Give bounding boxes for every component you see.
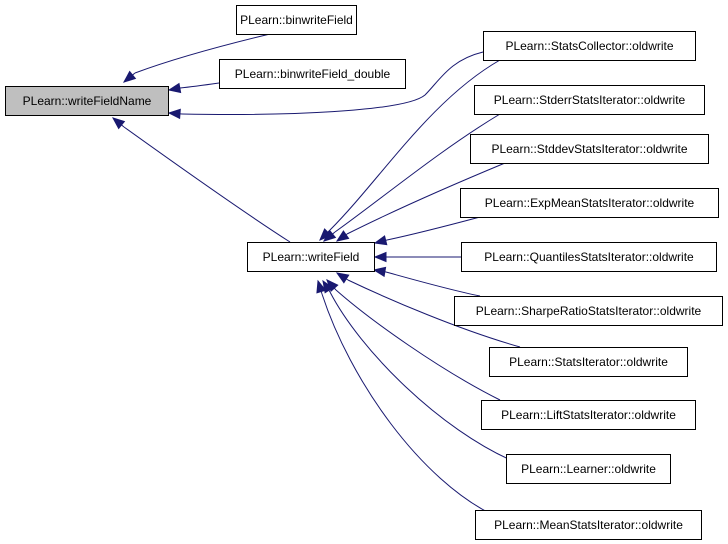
node-label: PLearn::binwriteField bbox=[240, 13, 353, 27]
node-SharpeRatioStatsIterator[interactable]: PLearn::SharpeRatioStatsIterator::oldwri… bbox=[454, 296, 723, 326]
node-label: PLearn::StddevStatsIterator::oldwrite bbox=[491, 142, 687, 156]
arrowhead-icon bbox=[372, 266, 387, 278]
node-label: PLearn::StderrStatsIterator::oldwrite bbox=[494, 93, 686, 107]
node-label: PLearn::SharpeRatioStatsIterator::oldwri… bbox=[476, 304, 702, 318]
node-LiftStatsIterator[interactable]: PLearn::LiftStatsIterator::oldwrite bbox=[481, 400, 696, 430]
edge-MeanStatsIterator-to-writeField bbox=[316, 279, 496, 517]
node-box[interactable] bbox=[5, 86, 169, 116]
node-ExpMeanStatsIterator[interactable]: PLearn::ExpMeanStatsIterator::oldwrite bbox=[460, 188, 719, 218]
edge-line bbox=[329, 59, 501, 231]
node-box[interactable] bbox=[481, 400, 696, 430]
node-box[interactable] bbox=[247, 242, 375, 272]
node-writeField[interactable]: PLearn::writeField bbox=[247, 242, 375, 272]
node-StatsCollector[interactable]: PLearn::StatsCollector::oldwrite bbox=[483, 31, 696, 61]
node-StderrStatsIterator[interactable]: PLearn::StderrStatsIterator::oldwrite bbox=[474, 85, 705, 115]
arrowhead-icon bbox=[373, 235, 388, 246]
edge-line bbox=[347, 279, 521, 348]
node-label: PLearn::binwriteField_double bbox=[235, 67, 391, 81]
edge-line bbox=[179, 82, 220, 89]
node-writeFieldName[interactable]: PLearn::writeFieldName bbox=[5, 86, 169, 116]
edge-line bbox=[334, 113, 501, 233]
arrowhead-icon bbox=[335, 272, 350, 284]
edge-binwriteField-to-writeFieldName bbox=[122, 33, 271, 83]
node-QuantilesStatsIterator[interactable]: PLearn::QuantilesStatsIterator::oldwrite bbox=[461, 242, 717, 272]
node-MeanStatsIterator[interactable]: PLearn::MeanStatsIterator::oldwrite bbox=[475, 510, 702, 540]
node-binwriteField_double[interactable]: PLearn::binwriteField_double bbox=[219, 59, 406, 89]
edges-layer bbox=[111, 33, 521, 517]
arrowhead-icon bbox=[167, 108, 181, 120]
edge-StatsIterator-to-writeField bbox=[335, 272, 521, 348]
edge-line bbox=[321, 293, 496, 517]
node-box[interactable] bbox=[489, 347, 688, 377]
node-box[interactable] bbox=[506, 454, 671, 484]
node-StatsIterator[interactable]: PLearn::StatsIterator::oldwrite bbox=[489, 347, 688, 377]
edge-line bbox=[346, 162, 506, 235]
arrowhead-icon bbox=[316, 279, 327, 294]
node-box[interactable] bbox=[483, 31, 696, 61]
node-box[interactable] bbox=[460, 188, 719, 218]
nodes-layer: PLearn::writeFieldName PLearn::binwriteFi… bbox=[5, 5, 723, 540]
edge-writeField-to-writeFieldName bbox=[111, 117, 291, 243]
edge-line bbox=[386, 216, 481, 241]
edge-binwriteField_double-to-writeFieldName bbox=[167, 82, 220, 94]
arrowhead-icon bbox=[322, 229, 337, 242]
edge-QuantilesStatsIterator-to-writeField bbox=[373, 251, 462, 263]
arrowhead-icon bbox=[122, 70, 137, 83]
arrowhead-icon bbox=[335, 230, 350, 242]
node-label: PLearn::writeField bbox=[263, 250, 360, 264]
edge-line bbox=[134, 33, 271, 74]
node-label: PLearn::QuantilesStatsIterator::oldwrite bbox=[484, 250, 694, 264]
node-box[interactable] bbox=[219, 59, 406, 89]
node-label: PLearn::StatsCollector::oldwrite bbox=[505, 39, 673, 53]
arrowhead-icon bbox=[373, 251, 387, 263]
edge-StderrStatsIterator-to-writeField bbox=[322, 113, 501, 242]
node-label: PLearn::MeanStatsIterator::oldwrite bbox=[494, 518, 683, 532]
edge-line bbox=[335, 289, 501, 401]
edge-line bbox=[123, 126, 291, 243]
edge-ExpMeanStatsIterator-to-writeField bbox=[373, 216, 481, 246]
edge-SharpeRatioStatsIterator-to-writeField bbox=[372, 266, 481, 297]
node-StddevStatsIterator[interactable]: PLearn::StddevStatsIterator::oldwrite bbox=[470, 134, 709, 164]
edge-StddevStatsIterator-to-writeField bbox=[335, 162, 506, 242]
node-label: PLearn::StatsIterator::oldwrite bbox=[509, 355, 668, 369]
edge-line bbox=[385, 271, 481, 297]
edge-StatsCollector-to-writeFieldName bbox=[167, 51, 484, 120]
edge-line bbox=[329, 291, 516, 463]
edge-line bbox=[181, 51, 484, 115]
node-label: PLearn::Learner::oldwrite bbox=[521, 462, 656, 476]
node-binwriteField[interactable]: PLearn::binwriteField bbox=[236, 5, 357, 35]
node-box[interactable] bbox=[475, 510, 702, 540]
node-box[interactable] bbox=[454, 296, 723, 326]
node-box[interactable] bbox=[470, 134, 709, 164]
arrowhead-icon bbox=[111, 117, 126, 130]
node-box[interactable] bbox=[474, 85, 705, 115]
node-label: PLearn::LiftStatsIterator::oldwrite bbox=[501, 408, 676, 422]
node-box[interactable] bbox=[461, 242, 717, 272]
node-Learner[interactable]: PLearn::Learner::oldwrite bbox=[506, 454, 671, 484]
node-label: PLearn::ExpMeanStatsIterator::oldwrite bbox=[485, 196, 695, 210]
arrowhead-icon bbox=[167, 82, 182, 94]
node-box[interactable] bbox=[236, 5, 357, 35]
node-label: PLearn::writeFieldName bbox=[23, 94, 152, 108]
